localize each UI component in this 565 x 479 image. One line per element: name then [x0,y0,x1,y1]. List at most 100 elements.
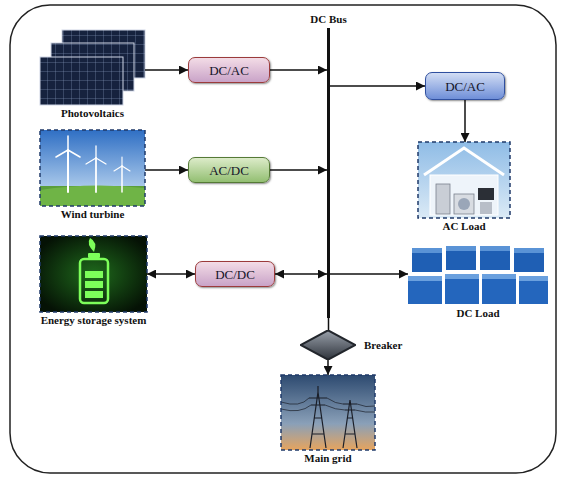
converter-box: DC/AC [188,57,270,83]
diamond-outline [300,330,356,360]
node-label: Photovoltaics [61,107,124,119]
wind-turbine-picture-part-part [68,150,80,157]
node-label: Wind turbine [61,208,125,220]
connector-arrow [270,169,327,171]
house-load-picture-part [424,148,504,175]
node-label: Breaker [364,339,402,351]
battery-bank-picture-part [445,274,479,304]
connector-arrow [147,273,195,275]
diamond-shape [301,330,356,359]
converter-box: DC/AC [425,72,505,100]
house-load-picture-part [480,202,492,214]
house-load-picture-part [430,175,498,215]
battery-picture-part [40,236,147,312]
power-grid-picture-part-part [281,398,375,407]
load-picture: AC Load [418,142,510,218]
house-load-picture-part [458,198,470,210]
house-load-picture-part [418,142,510,218]
wind-turbine-picture-part-part [114,166,122,171]
wind-turbine-picture-part-part [121,157,122,166]
source-picture: Wind turbine [40,130,145,206]
connector-arrow [328,318,330,330]
wind-turbine-picture-part-part [96,158,106,164]
battery-bank-picture-part [412,248,442,272]
battery-bank-picture-part [482,274,516,304]
battery-bank-picture-part [514,248,544,253]
battery-bank-picture-part [519,276,548,281]
connectors [145,70,465,375]
battery-bank-picture-part [446,246,476,270]
wind-turbine-picture-part-part [56,150,68,157]
house-load-picture-part [418,142,510,218]
outer-frame-part [10,5,556,473]
breaker-diamond: Breaker [300,330,356,360]
battery-bank-picture-part [408,276,442,281]
battery-picture-part [85,281,103,288]
converter-box: AC/DC [188,157,270,183]
wind-turbine-picture-part [40,186,145,206]
wind-turbine-picture-part [40,130,145,206]
storage-picture: Energy storage system [40,236,147,312]
power-grid-picture-part [281,375,375,450]
connector-arrow [270,69,327,71]
power-grid-picture-part-part [343,400,357,448]
load-picture: DC Load [408,243,548,305]
power-grid-picture [281,375,375,450]
battery-bank-picture-part [514,248,544,272]
wind-turbine-picture-part-part [67,136,69,150]
battery-picture-part [40,236,147,312]
node-label: DC/DC [215,267,255,282]
wind-turbine-picture-part-part [95,146,96,158]
connector-arrow [145,69,188,71]
connector-arrow [464,100,466,142]
battery-picture-part [85,291,103,298]
converter-box: DC/DC [195,261,275,287]
outer-frame [10,5,556,473]
solar-panel-picture [40,30,145,105]
house-load-picture-part [454,194,474,214]
bus-bar: DC Bus [327,28,330,318]
wind-turbine-picture-part-part [67,150,69,192]
wind-turbine-picture-part-part [86,158,96,164]
node-label: DC Load [456,307,499,319]
power-grid-picture-part-part [281,405,375,412]
battery-bank-picture-part [480,246,510,270]
node-label: Main grid [304,452,351,464]
source-picture: Photovoltaics [40,30,145,105]
node-label: AC Load [442,220,485,232]
node-label: DC Bus [310,13,346,25]
battery-bank-picture-part [480,246,510,251]
house-load-picture-part [478,188,494,200]
wind-turbine-picture-part [56,136,130,192]
connector-arrow [275,273,327,275]
grid-picture: Main grid [281,375,375,450]
battery-bank-picture-part [519,276,548,304]
wind-turbine-picture-part-part [95,158,97,192]
node-label: DC/AC [209,63,249,78]
power-grid-picture-part [281,386,375,448]
solar-panel-picture-part [40,57,123,105]
battery-picture-part [88,253,100,258]
battery-bank-picture-part [446,246,476,251]
wind-turbine-picture-part-part [121,166,123,192]
battery-bank-picture [408,246,548,304]
wind-turbine-picture-part [40,185,145,206]
node-label: DC/AC [445,79,485,94]
power-grid-picture-part-part [309,386,327,448]
power-grid-picture-part [281,375,375,450]
node-label: AC/DC [209,163,249,178]
wind-turbine-picture-part-part [122,166,130,171]
connector-arrow [330,273,408,275]
battery-picture [40,236,147,312]
battery-bank-picture-part [445,274,479,279]
wind-turbine-picture [40,130,145,206]
house-load-picture [418,142,510,218]
battery-picture-part [85,271,103,278]
connector-arrow [327,360,329,375]
connector-arrow [145,169,188,171]
battery-picture-part [80,259,108,303]
connector-arrow [330,85,425,87]
house-load-picture-part [436,184,450,214]
battery-bank-picture-part [412,248,442,253]
